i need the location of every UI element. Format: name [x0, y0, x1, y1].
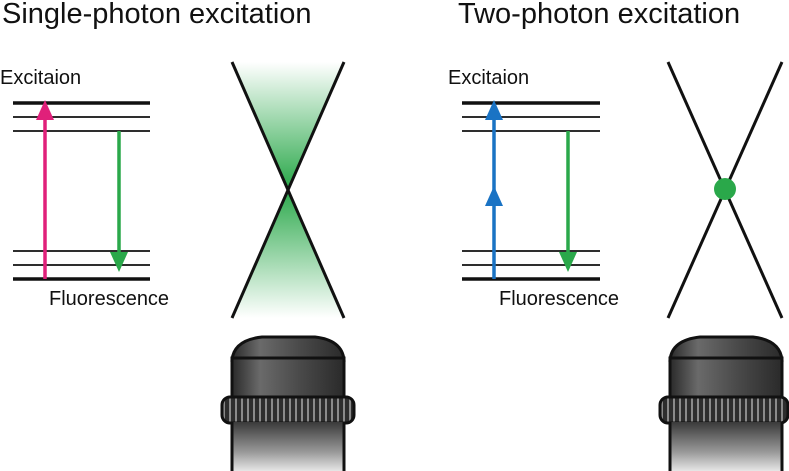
energy-levels-single [13, 101, 150, 281]
excitation-arrow-two [485, 100, 503, 279]
fluorescence-arrow-two [559, 131, 577, 272]
panel-title-two-photon: Two-photon excitation [458, 0, 741, 30]
fluorescence-label-two: Fluorescence [499, 288, 620, 310]
excitation-arrow-single [36, 100, 54, 279]
objective-lens-two [658, 335, 789, 471]
excitation-label-single: Excitaion [0, 67, 82, 89]
fluorescence-label-single: Fluorescence [49, 288, 170, 310]
panel-title-single-photon: Single-photon excitation [2, 0, 312, 30]
focus-point-two [666, 61, 784, 319]
objective-lens-single [220, 335, 356, 471]
excitation-label-two: Excitaion [448, 67, 530, 89]
focus-hourglass-single [230, 61, 346, 319]
fluorescence-arrow-single [110, 131, 128, 272]
energy-levels-two [462, 101, 600, 281]
